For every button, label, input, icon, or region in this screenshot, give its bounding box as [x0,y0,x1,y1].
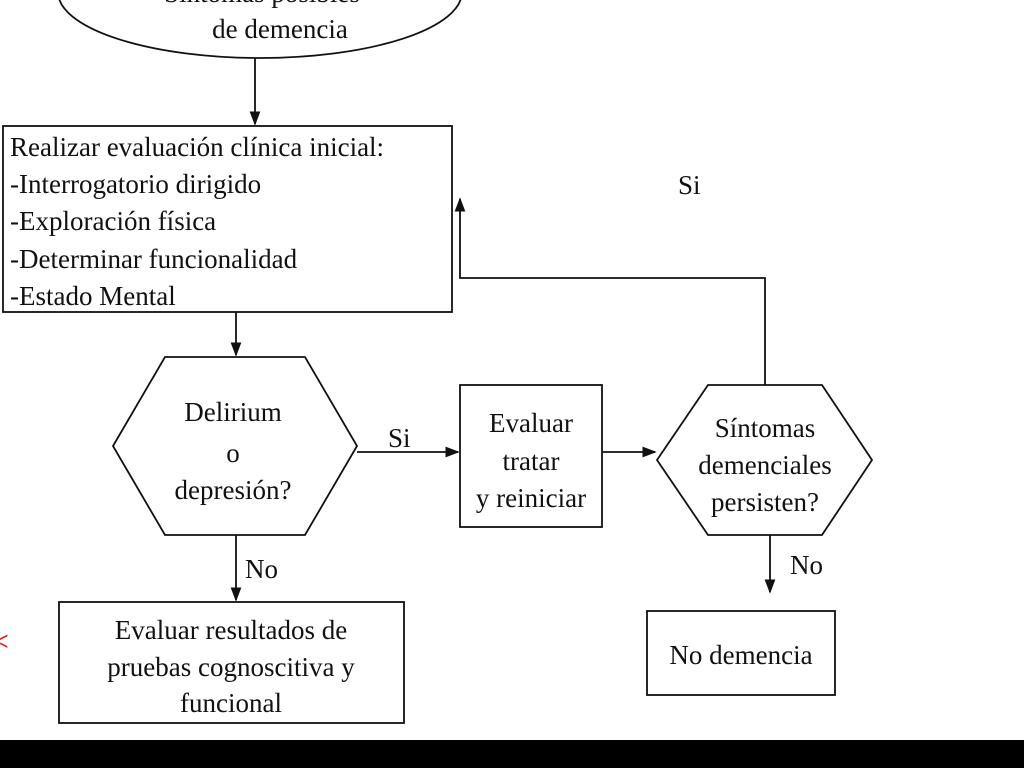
delirium-line: depresión? [175,475,292,505]
treat-line: Evaluar [489,408,573,438]
no-dementia-text: No demencia [669,640,812,670]
persist-line: demenciales [698,450,831,480]
start-line: Síntomas posibles [164,0,360,8]
red-chevron-mark: < [0,627,9,656]
treat-node: Evaluar tratar y reiniciar [459,384,603,528]
cognitive-line: pruebas cognoscitiva y [107,652,355,682]
eval-line: -Exploración física [10,206,216,236]
delirium-decision-node: Delirium o depresión? [111,356,359,536]
persist-line: Síntomas [715,413,816,443]
persist-decision-node: Síntomas demenciales persisten? [655,384,874,536]
eval-line: -Estado Mental [10,281,176,311]
arrow-persist-yes-loop [454,197,766,385]
start-node: Síntomas posibles de demencia [58,0,462,59]
eval-line: -Determinar funcionalidad [10,244,298,274]
eval-line: -Interrogatorio dirigido [10,169,261,199]
no-label: No [790,550,823,580]
treat-line: tratar [503,446,560,476]
initial-eval-node: Realizar evaluación clínica inicial: -In… [2,125,453,313]
delirium-line: Delirium [184,397,281,427]
bottom-black-bar [0,740,1024,768]
treat-line: y reiniciar [476,483,586,513]
cognitive-line: Evaluar resultados de [115,615,347,645]
cognitive-eval-node: Evaluar resultados de pruebas cognosciti… [58,601,405,724]
yes-label: Si [388,423,411,453]
no-label: No [245,554,278,584]
persist-line: persisten? [711,487,819,517]
eval-line: Realizar evaluación clínica inicial: [10,132,384,162]
cognitive-line: funcional [180,688,282,718]
start-line: de demencia [212,14,348,44]
yes-label: Si [678,170,701,200]
delirium-line: o [226,438,240,468]
no-dementia-node: No demencia [646,610,836,696]
